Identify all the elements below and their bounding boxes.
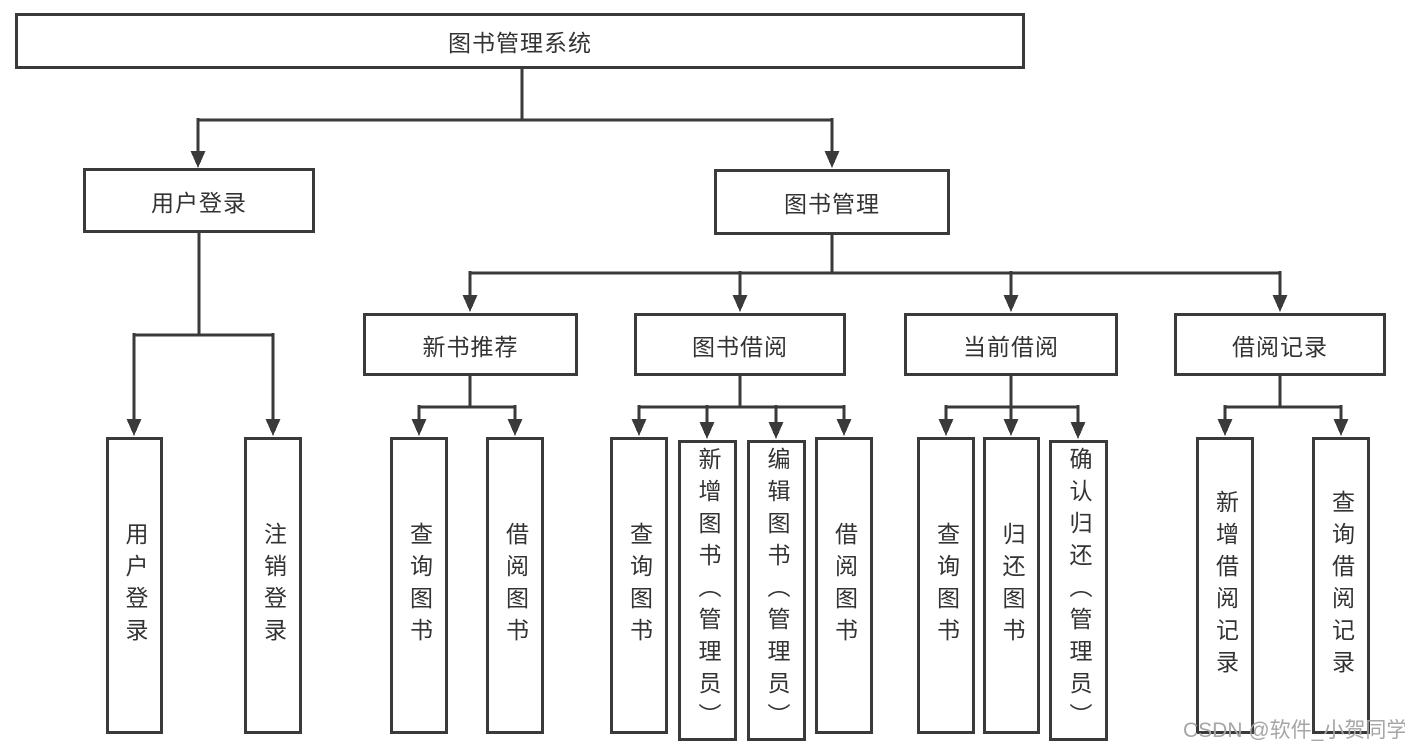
leaf-recommend-borrow-books: 借阅图书 — [486, 437, 544, 734]
leaf-confirm-return-admin: 确认归还（管理员） — [1049, 440, 1108, 741]
leaf-current-query-books: 查询图书 — [917, 437, 975, 734]
node-user-login-label: 用户登录 — [151, 189, 247, 216]
leaf-edit-books-admin: 编辑图书（管理员） — [747, 440, 806, 741]
leaf-borrowing-query-books: 查询图书 — [610, 437, 668, 734]
node-borrow-records: 借阅记录 — [1174, 313, 1386, 376]
node-user-login: 用户登录 — [83, 168, 315, 233]
leaf-user-login-label: 用户登录 — [122, 521, 148, 650]
leaf-borrowing-borrow-books: 借阅图书 — [815, 437, 873, 734]
leaf-confirm-return-admin-label: 确认归还（管理员） — [1066, 446, 1092, 735]
node-book-borrowing: 图书借阅 — [634, 313, 846, 376]
leaf-query-borrow-record-label: 查询借阅记录 — [1328, 489, 1355, 682]
leaf-logout-label: 注销登录 — [260, 521, 287, 650]
node-new-book-recommend: 新书推荐 — [363, 313, 578, 376]
node-root: 图书管理系统 — [15, 13, 1025, 69]
node-book-borrowing-label: 图书借阅 — [692, 333, 788, 360]
node-new-book-recommend-label: 新书推荐 — [422, 333, 519, 360]
node-book-management-label: 图书管理 — [784, 191, 880, 217]
leaf-return-books-label: 归还图书 — [999, 521, 1025, 650]
leaf-borrowing-borrow-books-label: 借阅图书 — [831, 521, 858, 650]
leaf-logout: 注销登录 — [244, 437, 302, 734]
leaf-add-borrow-record-label: 新增借阅记录 — [1212, 489, 1239, 682]
node-book-management: 图书管理 — [714, 169, 950, 235]
node-current-borrowing: 当前借阅 — [904, 313, 1118, 376]
leaf-borrowing-query-books-label: 查询图书 — [626, 521, 653, 650]
leaf-user-login: 用户登录 — [106, 437, 163, 734]
leaf-return-books: 归还图书 — [983, 437, 1040, 734]
leaf-add-books-admin: 新增图书（管理员） — [678, 440, 737, 741]
leaf-add-borrow-record: 新增借阅记录 — [1196, 437, 1254, 734]
node-borrow-records-label: 借阅记录 — [1232, 333, 1328, 360]
leaf-recommend-query-books: 查询图书 — [390, 437, 448, 734]
node-root-label: 图书管理系统 — [448, 30, 592, 56]
leaf-current-query-books-label: 查询图书 — [933, 521, 960, 650]
leaf-recommend-query-books-label: 查询图书 — [406, 521, 433, 650]
leaf-edit-books-admin-label: 编辑图书（管理员） — [764, 446, 790, 735]
csdn-watermark: CSDN @软件_小贺同学 — [1183, 719, 1405, 742]
leaf-recommend-borrow-books-label: 借阅图书 — [502, 521, 529, 650]
leaf-query-borrow-record: 查询借阅记录 — [1312, 437, 1370, 734]
leaf-add-books-admin-label: 新增图书（管理员） — [695, 446, 721, 735]
node-current-borrowing-label: 当前借阅 — [963, 333, 1059, 360]
